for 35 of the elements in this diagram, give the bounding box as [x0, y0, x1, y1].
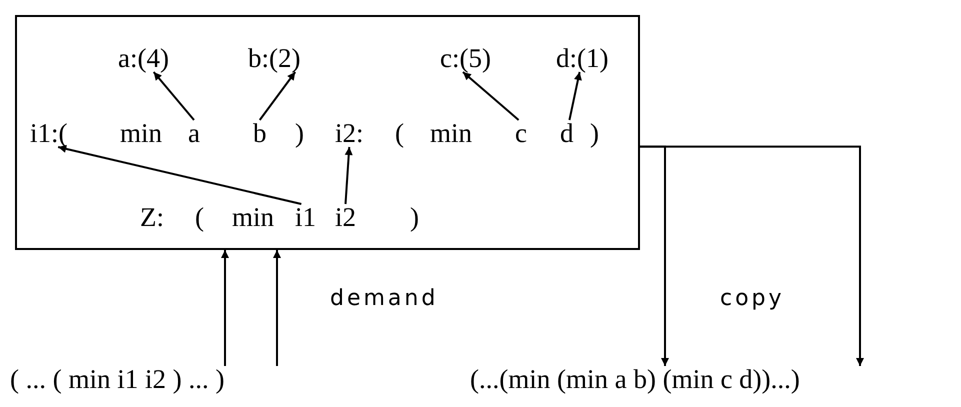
expression-token: ) — [410, 204, 419, 231]
expression-token: i2 — [335, 204, 356, 231]
arrow — [344, 146, 353, 204]
expression-token: c — [515, 120, 527, 147]
expression-token: a — [188, 120, 200, 147]
arrow — [568, 72, 582, 120]
expression-text: ( ... ( min i1 i2 ) ... ) — [10, 366, 224, 393]
expression-token: Z: — [140, 204, 164, 231]
annotation-text: copy — [720, 288, 785, 310]
annotation-text: demand — [330, 288, 438, 310]
expression-token: d — [560, 120, 574, 147]
expression-token: min — [120, 120, 162, 147]
arrow — [221, 250, 229, 366]
arrow — [258, 71, 296, 121]
environment-box — [15, 15, 640, 250]
expression-token: ) — [295, 120, 304, 147]
expression-token: i2: — [335, 120, 364, 147]
arrow — [640, 146, 864, 366]
expression-token: i1:( — [30, 120, 68, 147]
expression-token: min — [232, 204, 274, 231]
expression-token: b — [253, 120, 266, 147]
arrow — [152, 71, 195, 121]
expression-token: d:(1) — [556, 45, 608, 72]
arrow — [273, 250, 281, 366]
expression-token: i1 — [295, 204, 316, 231]
expression-token: min — [430, 120, 472, 147]
expression-token: a:(4) — [118, 45, 169, 72]
expression-token: ) — [590, 120, 599, 147]
expression-token: ( — [395, 120, 404, 147]
arrow — [58, 144, 302, 205]
expression-token: c:(5) — [440, 45, 491, 72]
arrow — [462, 71, 520, 121]
expression-text: (...(min (min a b) (min c d))...) — [470, 366, 800, 393]
expression-token: ( — [195, 204, 204, 231]
expression-token: b:(2) — [248, 45, 300, 72]
